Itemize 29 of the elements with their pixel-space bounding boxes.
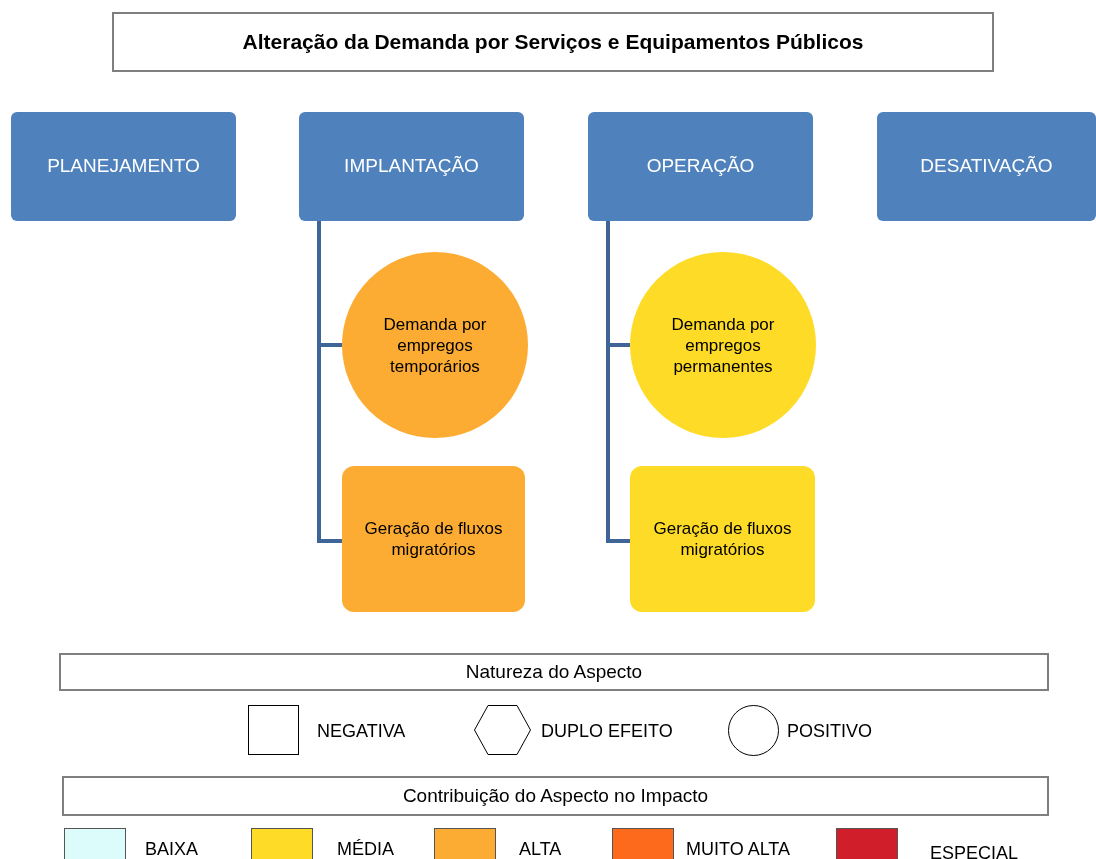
node-label: Contribuição do Aspecto no Impacto bbox=[402, 783, 709, 808]
phase-box bbox=[877, 112, 1096, 221]
legend-label: DUPLO EFEITO bbox=[541, 720, 673, 743]
phase-box bbox=[299, 112, 524, 221]
aspect-box bbox=[630, 466, 815, 612]
node-label: OPERAÇÃO bbox=[646, 154, 755, 179]
legend-label: MÉDIA bbox=[337, 838, 394, 859]
legend-header bbox=[62, 776, 1049, 816]
legend-header bbox=[59, 653, 1049, 691]
legend-label: ESPECIAL bbox=[930, 842, 1019, 859]
connector-line bbox=[606, 221, 630, 543]
node-label: Natureza do Aspecto bbox=[465, 659, 643, 684]
title-box: Alteração da Demanda por Serviços e Equipamentos Públicos bbox=[112, 12, 994, 72]
node-label: Geração de fluxos migratórios bbox=[652, 518, 793, 560]
connector-line bbox=[317, 221, 342, 543]
aspect-box bbox=[342, 466, 525, 612]
node-label: PLANEJAMENTO bbox=[47, 154, 200, 179]
node-label: Demanda por empregos temporários bbox=[382, 313, 488, 377]
phase-box bbox=[11, 112, 236, 221]
phase-box bbox=[588, 112, 813, 221]
legend-label: ALTA bbox=[519, 838, 562, 859]
legend-label: MUITO ALTA bbox=[686, 838, 791, 859]
node-label: IMPLANTAÇÃO bbox=[344, 154, 479, 179]
legend-label: NEGATIVA bbox=[317, 720, 406, 743]
legend-label: POSITIVO bbox=[787, 720, 873, 743]
node-label: Demanda por empregos permanentes bbox=[670, 313, 776, 377]
node-label: DESATIVAÇÃO bbox=[920, 154, 1053, 179]
legend-label: BAIXA bbox=[145, 838, 199, 859]
node-label: Geração de fluxos migratórios bbox=[363, 518, 504, 560]
